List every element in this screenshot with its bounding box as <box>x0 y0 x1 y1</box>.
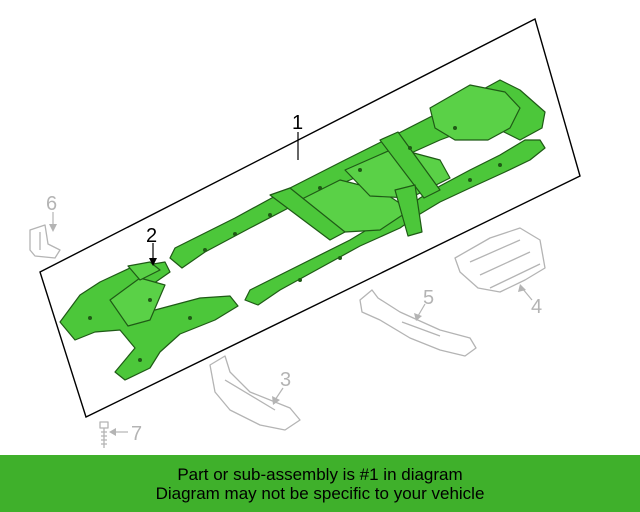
parts-diagram: 1 2 3 4 5 6 7 <box>29 17 581 448</box>
callout-1[interactable]: 1 <box>292 112 303 134</box>
skid-plate-part-4 <box>454 227 546 293</box>
frame-holes <box>88 126 502 362</box>
shield-part-3 <box>209 355 301 431</box>
crossmember-part-5 <box>359 289 477 357</box>
callout-5[interactable]: 5 <box>423 287 434 309</box>
banner-line-1: Part or sub-assembly is #1 in diagram <box>177 464 463 484</box>
banner-line-2: Diagram may not be specific to your vehi… <box>155 483 485 503</box>
info-banner: Part or sub-assembly is #1 in diagram Di… <box>0 455 640 512</box>
callout-4[interactable]: 4 <box>531 296 542 318</box>
assembly-outline-box <box>39 17 581 418</box>
bracket-part-6 <box>29 224 61 259</box>
muted-parts <box>29 224 546 448</box>
leader-lines <box>49 132 533 436</box>
callout-3[interactable]: 3 <box>280 369 291 391</box>
callout-7[interactable]: 7 <box>131 423 142 445</box>
callout-2[interactable]: 2 <box>146 225 157 247</box>
callout-6[interactable]: 6 <box>46 193 57 215</box>
bolt-part-7 <box>99 421 109 448</box>
